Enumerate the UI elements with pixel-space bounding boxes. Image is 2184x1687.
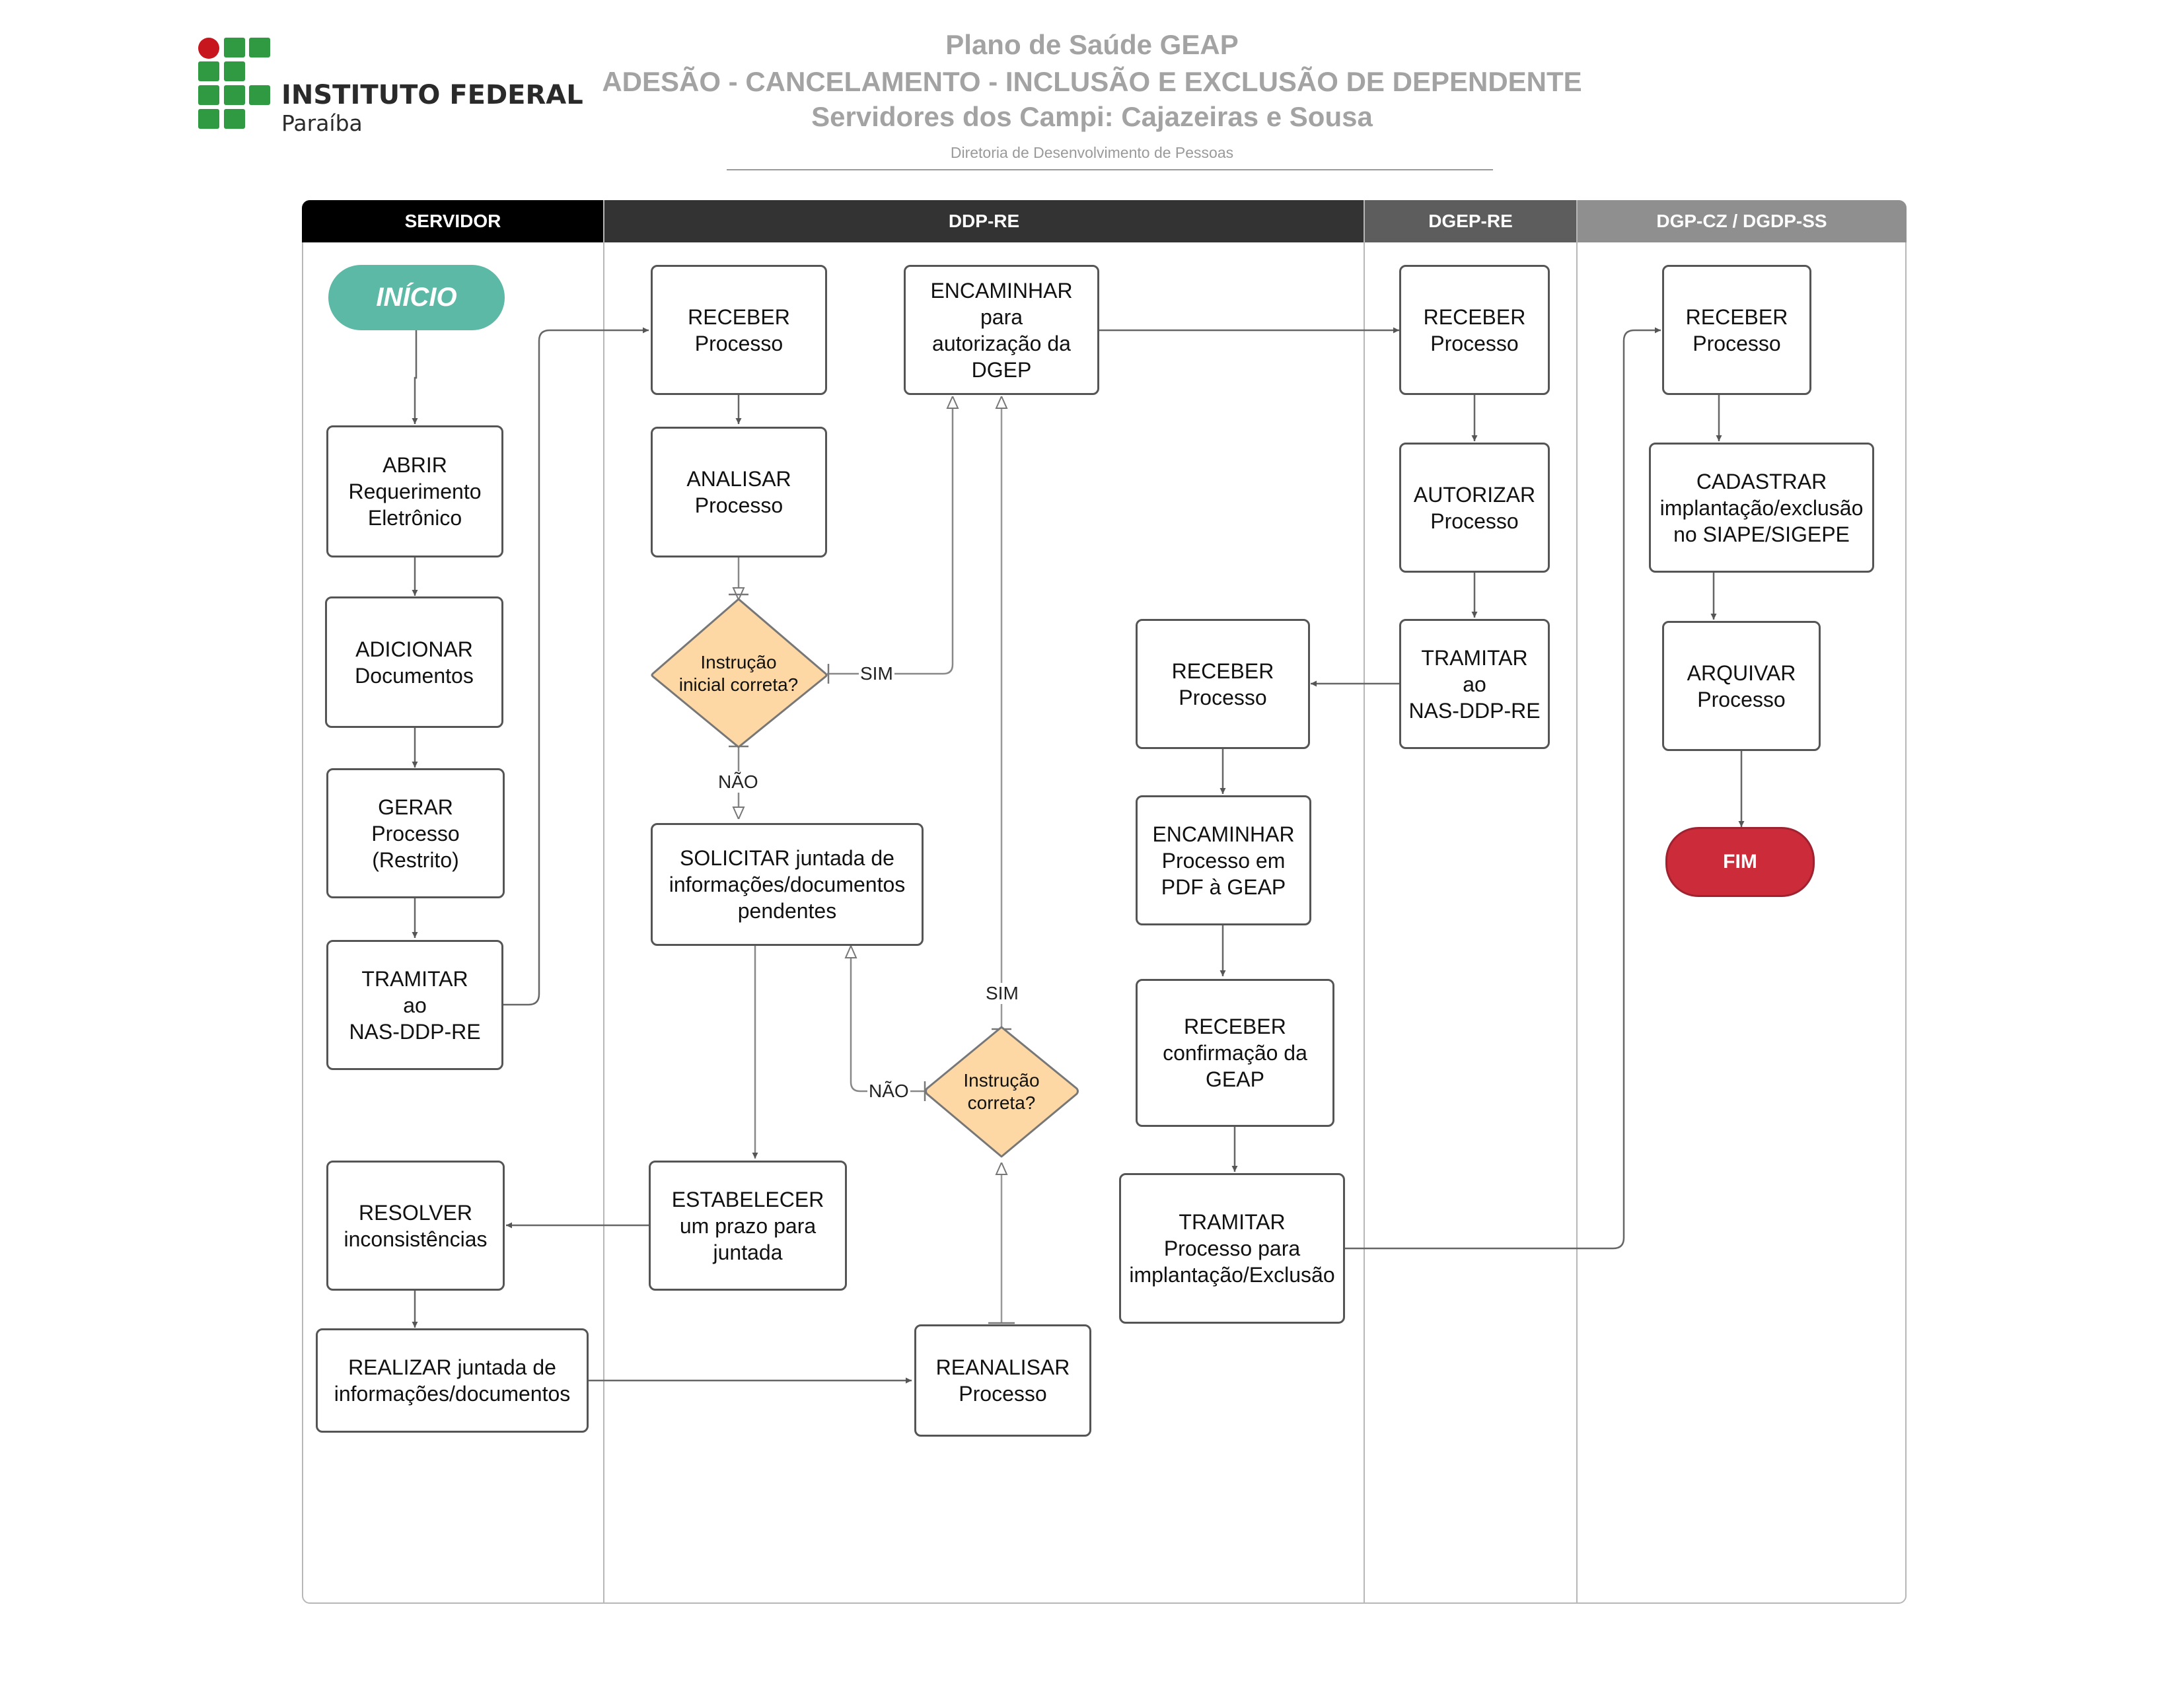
step-abrir-requerimento[interactable]: ABRIR Requerimento Eletrônico (326, 425, 503, 557)
lane-header-servidor: SERVIDOR (302, 200, 604, 242)
step-tramitar-implantacao[interactable]: TRAMITAR Processo para implantação/Exclu… (1119, 1173, 1345, 1324)
step-receber-dgep[interactable]: RECEBER Processo (1399, 265, 1550, 395)
step-tramitar-servidor[interactable]: TRAMITAR ao NAS-DDP-RE (326, 940, 503, 1070)
logo-mark-icon (198, 38, 270, 129)
step-reanalisar-processo[interactable]: REANALISAR Processo (914, 1324, 1091, 1437)
step-receber-ddp[interactable]: RECEBER Processo (651, 265, 827, 395)
edge-label-sim: SIM (984, 983, 1020, 1004)
edge-label-nao: NÃO (717, 772, 760, 793)
edge-label-sim: SIM (859, 663, 894, 684)
diagram-campi: Servidores dos Campi: Cajazeiras e Sousa (811, 101, 1373, 132)
step-encaminhar-pdf-geap[interactable]: ENCAMINHAR Processo em PDF à GEAP (1136, 795, 1311, 925)
header-divider (727, 169, 1493, 170)
step-cadastrar-siape[interactable]: CADASTRAR implantação/exclusão no SIAPE/… (1649, 443, 1874, 573)
directorate-label: Diretoria de Desenvolvimento de Pessoas (950, 144, 1234, 161)
end-node[interactable]: FIM (1665, 827, 1815, 897)
step-analisar-processo[interactable]: ANALISAR Processo (651, 427, 827, 557)
start-node[interactable]: INÍCIO (328, 265, 505, 330)
step-encaminhar-dgep[interactable]: ENCAMINHAR para autorização da DGEP (904, 265, 1099, 395)
edge-tramitar-receber (503, 327, 649, 1006)
step-gerar-processo[interactable]: GERAR Processo (Restrito) (326, 768, 505, 898)
step-tramitar-dgep[interactable]: TRAMITAR ao NAS-DDP-RE (1399, 619, 1550, 749)
diagram-title: Plano de Saúde GEAP (945, 29, 1239, 60)
lane-divider (1576, 200, 1578, 1604)
step-autorizar-processo[interactable]: AUTORIZAR Processo (1399, 443, 1550, 573)
diagram-subtitle: ADESÃO - CANCELAMENTO - INCLUSÃO E EXCLU… (602, 66, 1582, 97)
logo-name: INSTITUTO FEDERAL (281, 80, 583, 110)
lane-divider (1364, 200, 1365, 1604)
logo-subname: Paraíba (281, 110, 363, 136)
step-realizar-juntada[interactable]: REALIZAR juntada de informações/document… (316, 1328, 589, 1433)
lane-header-ddp-re: DDP-RE (604, 200, 1364, 242)
edge-decisao-sim (827, 396, 953, 675)
step-receber-confirmacao[interactable]: RECEBER confirmação da GEAP (1136, 979, 1334, 1127)
decision-instrucao-correta-label: Instrução correta? (963, 1070, 1040, 1113)
lane-divider (603, 200, 604, 1604)
logo: INSTITUTO FEDERAL Paraíba (197, 36, 583, 136)
step-receber-ddp-retorno[interactable]: RECEBER Processo (1136, 619, 1310, 749)
decision-instrucao-inicial (651, 598, 828, 748)
step-arquivar-processo[interactable]: ARQUIVAR Processo (1662, 621, 1821, 751)
step-adicionar-documentos[interactable]: ADICIONAR Documentos (325, 596, 503, 728)
step-resolver-inconsistencias[interactable]: RESOLVER inconsistências (326, 1161, 505, 1291)
step-solicitar-juntada[interactable]: SOLICITAR juntada de informações/documen… (651, 823, 924, 946)
step-receber-dgp[interactable]: RECEBER Processo (1662, 265, 1811, 395)
lane-header-dgp: DGP-CZ / DGDP-SS (1577, 200, 1907, 242)
step-estabelecer-prazo[interactable]: ESTABELECER um prazo para juntada (649, 1161, 847, 1291)
edge-tramitar-receber-dgp (1345, 327, 1661, 1250)
edge-decisao2-nao (851, 946, 925, 1093)
edge-inicio-abrir (412, 330, 418, 424)
edge-label-nao: NÃO (867, 1081, 910, 1102)
decision-instrucao-correta (925, 1026, 1079, 1158)
decision-instrucao-inicial-label: Instrução inicial correta? (678, 652, 799, 695)
lane-header-dgep-re: DGEP-RE (1364, 200, 1577, 242)
